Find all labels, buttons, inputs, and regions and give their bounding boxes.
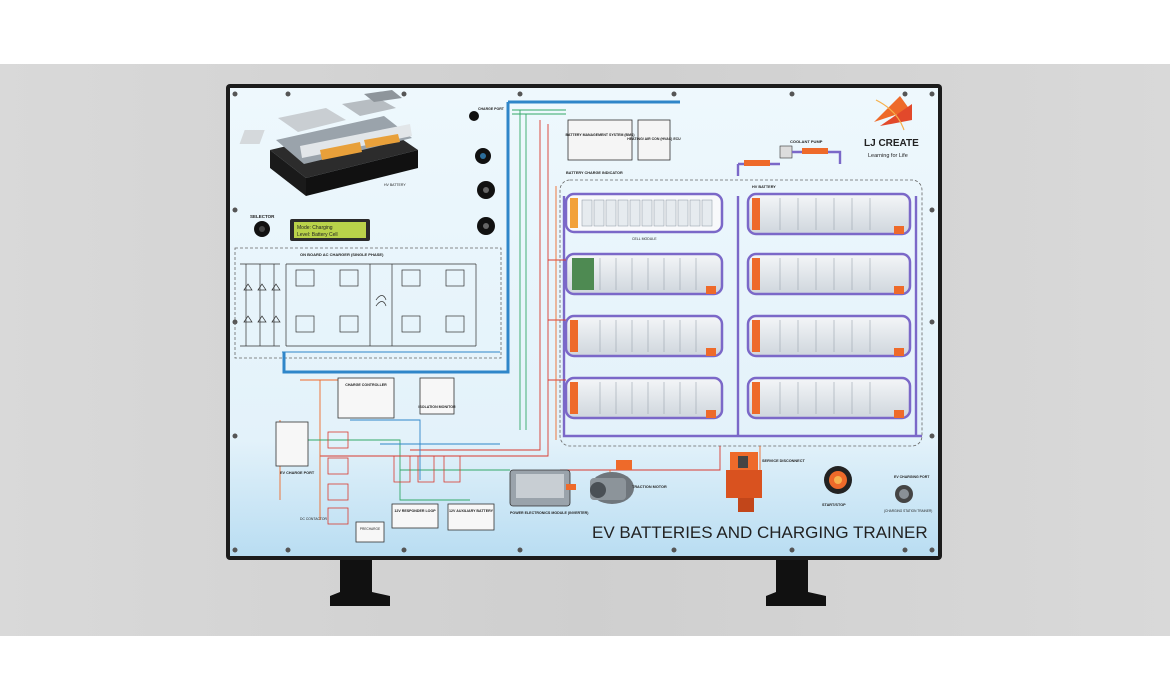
charge-controller-label: CHARGE CONTROLLER — [345, 383, 387, 387]
hv-battery-illustration — [239, 90, 418, 196]
coolant-loops — [562, 196, 922, 438]
ev-charging-port-pins — [899, 489, 909, 499]
hvac-label: HEATING/ AIR CON (HVAC) ECU — [627, 137, 681, 141]
ev-charge-port-box — [275, 421, 309, 467]
battery-module-left-2 — [564, 252, 724, 296]
lj-create-logo — [874, 96, 912, 131]
traction-motor-label: TRACTION MOTOR — [632, 485, 667, 489]
power-electronics-illustration — [509, 469, 576, 507]
mounting-screws — [232, 91, 935, 553]
onboard-charger-box — [234, 247, 502, 359]
bms-label: BATTERY MANAGEMENT SYSTEM (BMS) — [566, 133, 635, 137]
hv-bus-line — [282, 100, 680, 374]
board-title: EV BATTERIES AND CHARGING TRAINER — [592, 523, 928, 542]
voltage-knob-2-cap — [483, 223, 489, 229]
precharge-label: PRECHARGE — [360, 527, 380, 531]
power-electronics-label: POWER ELECTRONICS MODULE (INVERTER) — [510, 511, 589, 515]
charge-port-label: CHARGE PORT — [478, 107, 505, 111]
charge-port-socket-ring — [480, 153, 486, 159]
coolant-pump-label: COOLANT PUMP — [790, 139, 823, 144]
isolation-monitor-label: ISOLATION MONITOR — [418, 405, 456, 409]
battery-module-right-4 — [746, 376, 912, 420]
cell-module-label: CELL MODULE — [632, 237, 657, 241]
twelve-v-responder-box — [391, 503, 439, 529]
logo-tagline: Learning for Life — [868, 153, 908, 159]
precharge-box — [355, 521, 385, 543]
start-stop-button-center — [834, 476, 842, 484]
traction-motor-illustration — [590, 460, 634, 504]
charge-controller-box — [337, 377, 395, 419]
charge-indicator-label: BATTERY CHARGE INDICATOR — [566, 171, 623, 175]
battery-module-left-1 — [564, 192, 724, 234]
contactor-coils — [327, 431, 461, 525]
twelve-v-responder-label: 12V RESPONDER LOOP — [394, 509, 436, 513]
twelve-v-battery-label: 12V AUXILIARY BATTERY — [449, 509, 494, 513]
lcd-display — [294, 222, 366, 238]
battery-module-left-3 — [564, 314, 724, 358]
ev-charge-port-label: EV CHARGE PORT — [280, 471, 315, 475]
charging-station-label: (CHARGING STATION TRAINER) — [884, 509, 932, 513]
twelve-v-battery-box — [447, 503, 495, 531]
lcd-line-1: Mode: Charging — [297, 225, 333, 231]
dc-contactor-label: DC CONTACTOR — [300, 517, 328, 521]
bms-box — [567, 119, 633, 161]
hv-battery-pack-label: HV BATTERY — [752, 185, 776, 189]
service-disconnect-label: SERVICE DISCONNECT — [762, 459, 805, 463]
service-disconnect-illustration — [726, 452, 762, 512]
battery-module-right-2 — [746, 252, 912, 296]
charge-port-socket-top[interactable] — [469, 111, 479, 121]
board-stand — [330, 556, 826, 606]
voltage-knob-1-cap — [483, 187, 489, 193]
battery-module-left-4 — [564, 376, 724, 420]
start-stop-label: START/STOP — [822, 503, 846, 507]
isolation-monitor-box — [419, 377, 455, 415]
ev-charging-port-label: EV CHARGING PORT — [894, 475, 930, 479]
coolant-heater-2 — [802, 148, 828, 154]
logo-name: LJ CREATE — [864, 138, 919, 149]
selector-knob-cap — [259, 226, 265, 232]
lcd-line-2: Level: Battery Cell — [297, 232, 338, 238]
selector-label: SELECTOR — [250, 214, 275, 219]
battery-module-right-1 — [746, 192, 912, 236]
coolant-heater — [744, 160, 770, 166]
hvac-box — [637, 119, 671, 161]
coolant-pump — [779, 145, 793, 159]
charger-circuit — [240, 263, 477, 347]
onboard-charger-label: ON BOARD AC CHARGER (SINGLE PHASE) — [300, 252, 384, 257]
hv-battery-top-label: HV BATTERY — [384, 183, 406, 187]
hv-battery-pack-boundary — [559, 179, 923, 447]
battery-module-right-3 — [746, 314, 912, 358]
